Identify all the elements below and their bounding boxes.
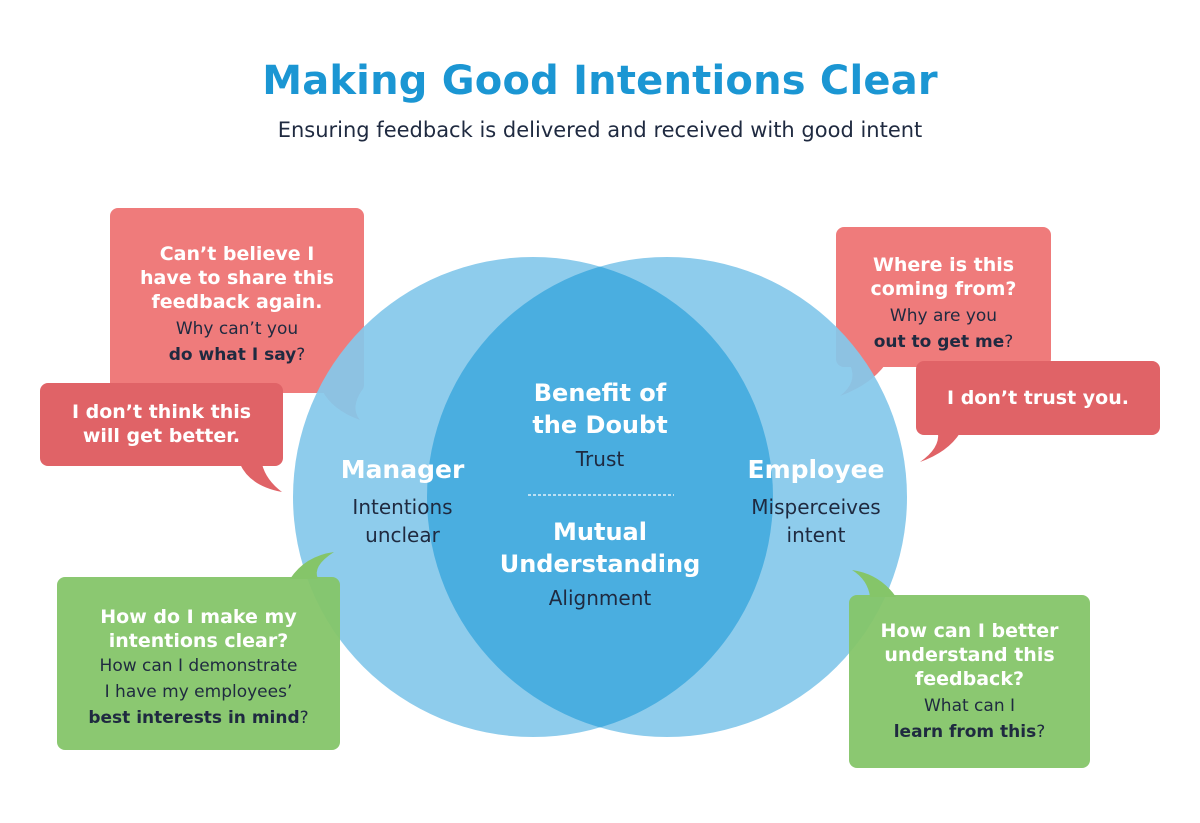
manager-top-head2: have to share this [140,267,334,289]
employee-mid-bubble-tail [920,433,960,462]
center-bottom-sub: Alignment [548,586,652,610]
manager-mid-bubble-tail [240,464,282,492]
manager-green-q3-bold: best interests in mind [88,708,300,728]
employee-top-q2-end: ? [1004,332,1014,352]
center-top-label: Benefit of the Doubt Trust [480,377,720,473]
bubble-shapes-front [40,361,1160,768]
employee-green-bubble: How can I better understand this feedbac… [849,619,1090,745]
employee-mid-bubble-shape [916,361,1160,435]
employee-green-bubble-shape [849,595,1090,768]
manager-line1: Intentions [352,495,453,519]
manager-top-q1: Why can’t you [175,319,299,339]
employee-top-bubble-shape [836,227,1051,367]
manager-green-bubble: How do I make my intentions clear? How c… [57,605,340,731]
manager-green-q1: How can I demonstrate [99,656,298,676]
employee-mid-head1: I don’t trust you. [947,387,1129,409]
manager-green-q2: I have my employees’ [104,682,293,702]
employee-label: Employee Misperceives intent [702,454,930,549]
manager-mid-head1: I don’t think this [71,401,252,423]
manager-mid-head2: will get better. [82,425,241,447]
manager-green-q3-end: ? [299,708,309,728]
center-bottom-label: Mutual Understanding Alignment [470,516,730,612]
employee-top-q2-bold: out to get me [873,332,1005,352]
manager-top-head1: Can’t believe I [159,243,315,265]
overlap-region [427,257,773,737]
center-top-head2: the Doubt [532,411,668,439]
manager-top-bubble-shape [110,208,364,393]
employee-top-head1: Where is this [872,254,1015,276]
manager-top-q2: do what I say? [110,342,364,368]
employee-green-q2-end: ? [1036,722,1046,742]
manager-green-bubble-shape [57,577,340,750]
employee-green-q2: learn from this? [849,719,1090,745]
page-subtitle: Ensuring feedback is delivered and recei… [277,118,923,142]
manager-name: Manager [340,455,465,484]
manager-green-bubble-tail [290,552,334,579]
manager-top-q2-end: ? [296,345,306,365]
employee-top-q1: Why are you [889,306,998,326]
employee-green-bubble-tail [852,570,896,597]
employee-green-head2: understand this [884,644,1055,666]
manager-label: Manager Intentions unclear [290,454,515,549]
manager-green-q3: best interests in mind? [57,705,340,731]
bubble-shapes [110,208,1051,420]
manager-green-head1: How do I make my [100,606,297,628]
page-title: Making Good Intentions Clear [262,58,938,104]
center-top-sub: Trust [575,447,625,471]
employee-line2: intent [786,523,846,547]
employee-green-head1: How can I better [880,620,1059,642]
manager-green-head2: intentions clear? [108,630,289,652]
manager-mid-bubble: I don’t think this will get better. [40,400,283,448]
employee-green-q1: What can I [923,696,1016,716]
manager-top-bubble: Can’t believe I have to share this feedb… [110,242,364,368]
center-bottom-head1: Mutual [553,518,647,546]
manager-line2: unclear [365,523,440,547]
employee-green-q2-bold: learn from this [893,722,1037,742]
employee-top-head2: coming from? [870,278,1017,300]
employee-top-q2: out to get me? [836,329,1051,355]
employee-green-head3: feedback? [915,668,1024,690]
employee-mid-bubble: I don’t trust you. [916,386,1160,410]
employee-top-bubble: Where is this coming from? Why are you o… [836,253,1051,355]
employee-name: Employee [747,455,885,484]
center-bottom-head2: Understanding [499,550,701,578]
manager-mid-bubble-shape [40,383,283,466]
center-top-head1: Benefit of [533,379,667,407]
manager-top-q2-bold: do what I say [168,345,297,365]
employee-line1: Misperceives [751,495,881,519]
manager-top-head3: feedback again. [151,291,323,313]
